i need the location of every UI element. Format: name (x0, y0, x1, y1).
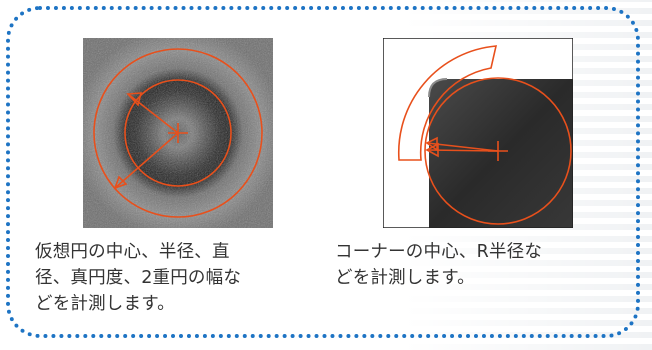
circle-overlay (93, 48, 263, 218)
caption-corner-measurement: コーナーの中心、R半径な どを計測します。 (335, 242, 543, 288)
corner-overlay (397, 45, 572, 225)
corner-measurement-image (383, 38, 573, 228)
dotted-frame (6, 6, 640, 338)
circle-measurement-image (83, 38, 273, 228)
caption-circle-measurement: 仮想円の中心、半径、直 径、真円度、2重円の幅な どを計測します。 (35, 242, 242, 314)
